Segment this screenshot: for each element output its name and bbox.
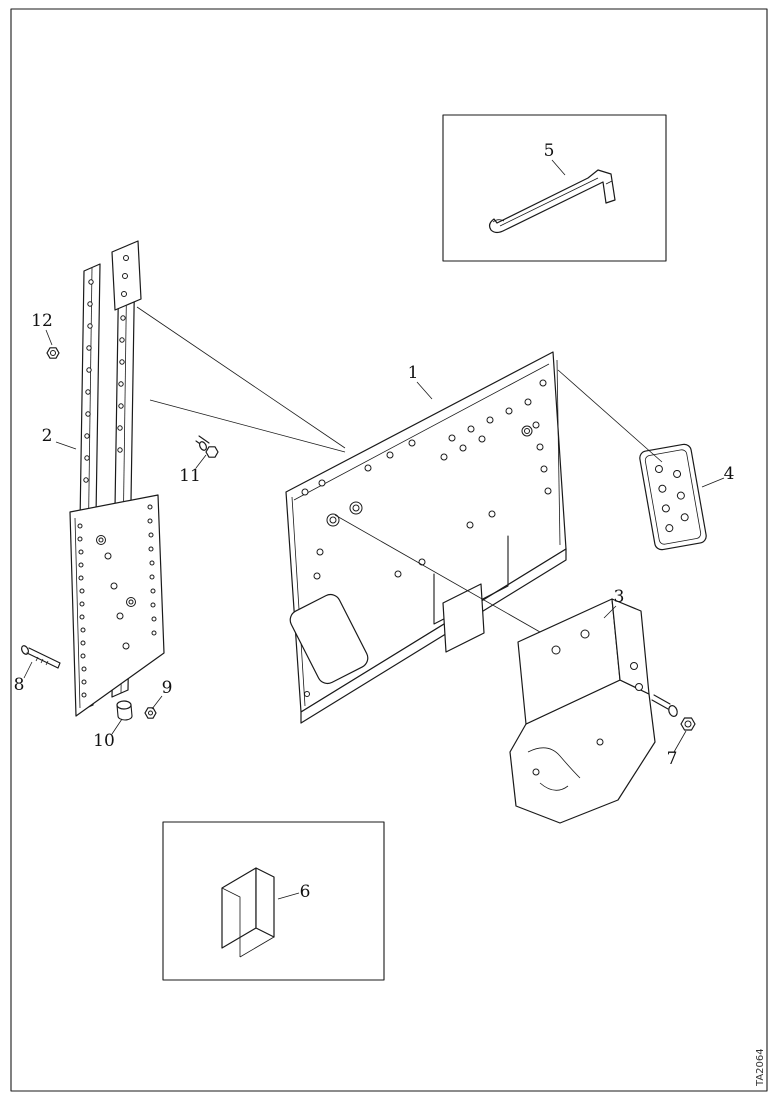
part-7-bolt	[651, 694, 696, 731]
projection-lines	[23, 159, 725, 900]
callout-5: 5	[544, 141, 555, 161]
callout-10: 10	[93, 731, 115, 751]
callout-7: 7	[667, 749, 678, 769]
part-8-long-bolt	[21, 645, 61, 669]
callout-12: 12	[31, 311, 53, 331]
part-1-main-plate	[285, 351, 567, 724]
callout-2: 2	[42, 426, 53, 446]
part-2-mounting-rails	[69, 240, 165, 717]
perforated-plate-holes	[77, 504, 157, 698]
callout-1: 1	[408, 363, 419, 383]
inset-box-part6	[162, 821, 385, 981]
part-10-spacer	[116, 700, 133, 721]
part-9-screw	[144, 707, 157, 719]
rail-b-holes	[117, 315, 126, 453]
callout-6: 6	[300, 882, 311, 902]
main-plate-holes	[301, 379, 552, 697]
callout-9: 9	[162, 678, 173, 698]
part-12-nut	[46, 347, 60, 359]
callout-4: 4	[724, 464, 735, 484]
callout-3: 3	[614, 587, 625, 607]
part-11-bolt	[195, 435, 219, 458]
diagram-border	[10, 8, 768, 1092]
part-6-wedge-block	[221, 867, 275, 958]
figure-code: TA2064	[755, 1048, 766, 1087]
callout-8: 8	[14, 675, 25, 695]
part-5-clamp-strap	[488, 169, 616, 234]
rail-a-holes	[83, 279, 94, 483]
inset-box-part5	[442, 114, 667, 262]
callout-11: 11	[179, 466, 201, 486]
part-4-adapter-plate	[639, 443, 707, 551]
part-3-support-bracket	[509, 598, 656, 824]
